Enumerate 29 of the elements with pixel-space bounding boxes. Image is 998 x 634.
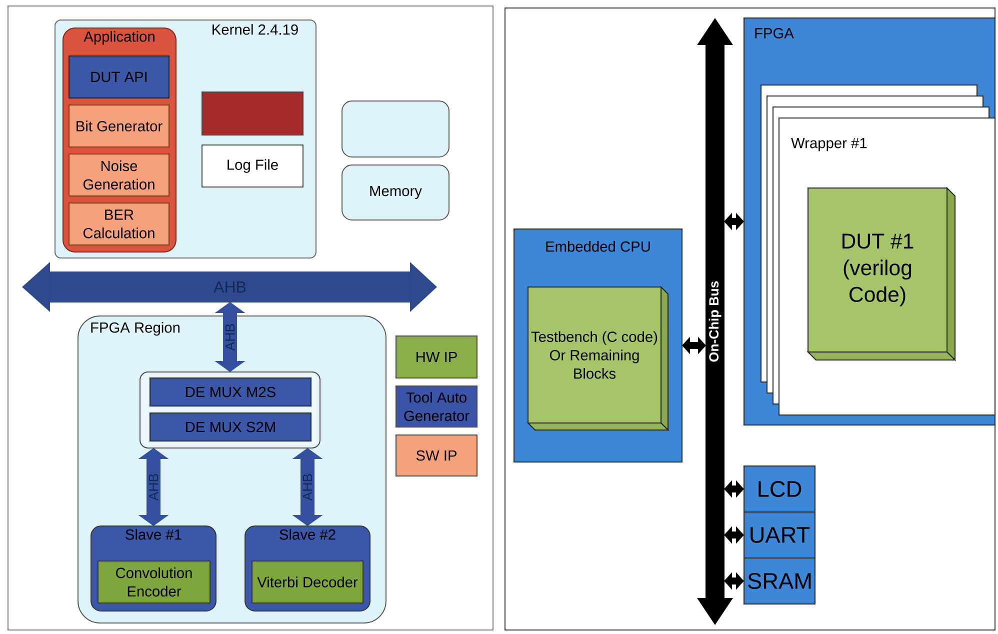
edge-label: AHB [225, 324, 235, 351]
function-box: Noise Generation [68, 154, 170, 196]
arrow [724, 572, 744, 590]
processor-box [342, 100, 450, 158]
arrow [214, 302, 246, 372]
api-box: DUT API [68, 56, 170, 98]
edge-label: AHB [302, 474, 312, 501]
legend-item: HW IP [396, 336, 478, 378]
peripheral-box: SRAM [744, 558, 816, 604]
arrow [724, 480, 744, 498]
arrow [682, 336, 706, 354]
function-box: Bit Generator [68, 104, 170, 148]
arrow [292, 448, 323, 526]
arrow [724, 212, 744, 230]
peripheral-box: UART [744, 512, 816, 558]
arrow [138, 448, 169, 526]
peripheral-box: LCD [744, 466, 816, 512]
function-box: BER Calculation [68, 202, 170, 246]
mux-box: DE MUX S2M [150, 412, 312, 442]
edge-label: AHB [148, 474, 158, 501]
legend-item: Tool Auto Generator [396, 386, 478, 428]
file-box: Log File [202, 144, 304, 188]
ip-box: Viterbi Decoder [252, 560, 364, 604]
legend-item: SW IP [396, 434, 478, 476]
simulator-box [202, 92, 304, 136]
ip-box: Convolution Encoder [98, 560, 210, 604]
mux-box: DE MUX M2S [150, 378, 312, 406]
memory-box: Memory [342, 164, 450, 220]
arrow [724, 526, 744, 544]
